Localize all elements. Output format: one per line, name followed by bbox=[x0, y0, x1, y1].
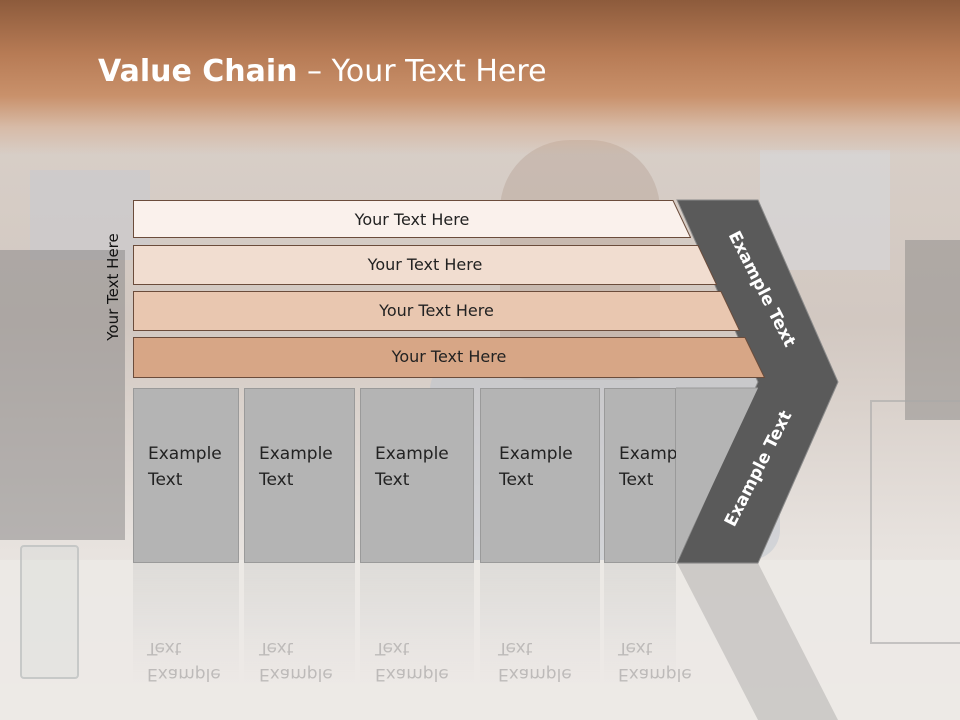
column-4-line2: Text bbox=[499, 470, 534, 490]
bar-1[interactable]: Your Text Here bbox=[133, 200, 691, 238]
bar-4-label: Your Text Here bbox=[391, 346, 507, 366]
slide-title-rest: – Your Text Here bbox=[297, 54, 547, 89]
column-3-line1: Example bbox=[375, 444, 449, 464]
bg-tray bbox=[870, 400, 960, 644]
column-2-line1: Example bbox=[259, 444, 333, 464]
bg-window bbox=[30, 170, 150, 260]
column-2[interactable]: Example Text bbox=[244, 388, 355, 563]
column-5-line1: Example bbox=[619, 444, 693, 464]
bar-3[interactable]: Your Text Here bbox=[133, 291, 740, 331]
slide-title[interactable]: Value Chain – Your Text Here bbox=[98, 54, 547, 89]
column-3[interactable]: Example Text bbox=[360, 388, 474, 563]
bar-2-label: Your Text Here bbox=[367, 254, 483, 274]
bar-4[interactable]: Your Text Here bbox=[133, 337, 765, 378]
slide-title-bold: Value Chain bbox=[98, 54, 298, 89]
bar-2[interactable]: Your Text Here bbox=[133, 245, 717, 285]
bg-glass bbox=[20, 545, 79, 679]
column-4-line1: Example bbox=[499, 444, 573, 464]
bg-desk bbox=[0, 560, 960, 720]
column-1-line2: Text bbox=[148, 470, 183, 490]
bg-monitor bbox=[0, 250, 125, 540]
header-band bbox=[0, 0, 960, 155]
column-4[interactable]: Example Text bbox=[480, 388, 600, 563]
column-2-line2: Text bbox=[259, 470, 294, 490]
column-1-line1: Example bbox=[148, 444, 222, 464]
column-5-line2: Text bbox=[619, 470, 654, 490]
column-1[interactable]: Example Text bbox=[133, 388, 239, 563]
bar-1-label: Your Text Here bbox=[354, 209, 470, 229]
bg-monitor-right bbox=[905, 240, 960, 420]
bg-window-right bbox=[760, 150, 890, 270]
bar-3-label: Your Text Here bbox=[379, 300, 494, 320]
column-5[interactable]: Example Text bbox=[604, 388, 693, 563]
arrow-shape bbox=[676, 199, 839, 564]
column-3-line2: Text bbox=[375, 470, 410, 490]
